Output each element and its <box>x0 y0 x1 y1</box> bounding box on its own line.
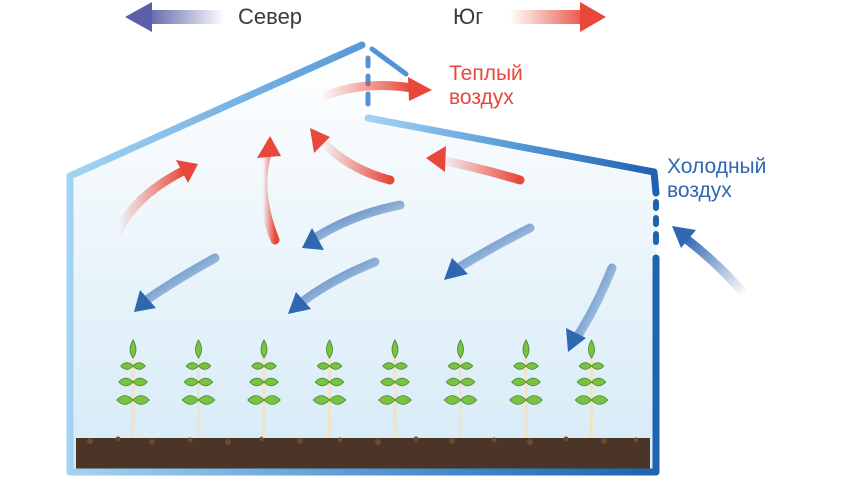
plant-leaf <box>525 377 541 387</box>
plant-leaf <box>197 377 214 387</box>
greenhouse-frame <box>66 41 660 476</box>
plant-leaf <box>590 362 605 370</box>
warm-air-line-1: Теплый <box>449 62 523 85</box>
plant-leaf <box>312 395 331 405</box>
cold-air-arrow <box>137 253 220 308</box>
plant-bud <box>260 339 268 359</box>
plant-leaf <box>132 362 146 370</box>
plant-leaf <box>459 362 474 370</box>
plant-leaf <box>251 362 265 370</box>
plant-leaf <box>120 362 134 370</box>
cold-air-label: Холодный воздух <box>667 155 766 202</box>
plant-leaf <box>197 362 212 370</box>
plant-leaf <box>263 377 279 387</box>
plant-leaf <box>394 377 410 387</box>
plant-leaf <box>183 377 200 387</box>
plant-leaf <box>578 362 593 370</box>
plant-leaf <box>116 395 134 405</box>
plant-icon <box>509 339 543 438</box>
plant-bud <box>457 339 464 359</box>
plant-leaf <box>378 395 396 405</box>
south-label: Юг <box>453 4 484 29</box>
warm-air-arrowheads <box>176 77 446 183</box>
warm-air-arrow <box>315 81 417 103</box>
plant-leaf <box>513 362 527 370</box>
warm-air-arrow <box>315 135 395 185</box>
plant-bud <box>588 339 595 359</box>
plant-leaf <box>328 395 347 405</box>
plant-leaf <box>574 395 593 405</box>
plant-leaf <box>509 395 527 405</box>
cold-air-arrow <box>450 223 535 275</box>
plant-leaf <box>459 395 478 405</box>
plant-leaf <box>590 395 609 405</box>
plant-leaf <box>328 362 343 370</box>
plant-icon <box>181 339 216 438</box>
cold-air-arrow <box>680 233 750 300</box>
plants-row <box>116 339 609 438</box>
cold-air-arrows <box>137 200 750 345</box>
plant-icon <box>312 339 347 438</box>
roof-vent <box>365 46 409 107</box>
plant-leaf <box>263 362 277 370</box>
plant-leaf <box>576 377 593 387</box>
plant-icon <box>574 339 609 438</box>
warm-air-arrows <box>113 81 525 245</box>
plant-icon <box>378 339 412 438</box>
cold-air-arrowheads <box>134 226 696 352</box>
cold-air-line-1: Холодный <box>667 155 767 178</box>
warm-air-label: Теплый воздух <box>449 62 523 109</box>
plant-leaf <box>380 377 396 387</box>
plant-icon <box>247 339 281 438</box>
plant-leaf <box>443 395 462 405</box>
cold-air-line-2: воздух <box>667 178 732 202</box>
cold-air-arrow <box>307 200 405 245</box>
plant-leaf <box>197 395 216 405</box>
cold-air-arrow <box>293 257 380 310</box>
plant-leaf <box>249 377 265 387</box>
plant-leaf <box>132 377 148 387</box>
plant-leaf <box>590 377 607 387</box>
north-arrow-icon <box>125 2 225 32</box>
plant-bud <box>522 339 530 359</box>
plant-leaf <box>316 362 331 370</box>
warm-air-arrow <box>435 155 525 185</box>
plant-leaf <box>328 377 345 387</box>
south-arrow-icon <box>510 2 606 32</box>
warm-air-line-2: воздух <box>449 85 514 109</box>
plant-bud <box>391 339 399 359</box>
plant-icon <box>443 339 478 438</box>
north-label: Север <box>238 4 303 29</box>
cold-air-arrow <box>570 263 617 345</box>
warm-air-arrow <box>113 165 190 237</box>
plant-leaf <box>525 362 539 370</box>
warm-air-arrow <box>258 145 280 245</box>
plant-leaf <box>247 395 265 405</box>
plant-leaf <box>525 395 543 405</box>
plant-leaf <box>382 362 396 370</box>
plant-leaf <box>314 377 331 387</box>
plant-bud <box>129 339 137 359</box>
plant-leaf <box>445 377 462 387</box>
plant-leaf <box>185 362 200 370</box>
plant-icon <box>116 339 150 438</box>
soil-bed <box>76 436 650 470</box>
plant-leaf <box>459 377 476 387</box>
plant-leaf <box>394 395 412 405</box>
plant-leaf <box>511 377 527 387</box>
plant-leaf <box>132 395 150 405</box>
plant-bud <box>195 339 202 359</box>
plant-leaf <box>263 395 281 405</box>
greenhouse-interior <box>70 45 656 472</box>
plant-leaf <box>118 377 134 387</box>
plant-leaf <box>447 362 462 370</box>
plant-leaf <box>181 395 200 405</box>
plant-leaf <box>394 362 408 370</box>
plant-bud <box>326 339 333 359</box>
